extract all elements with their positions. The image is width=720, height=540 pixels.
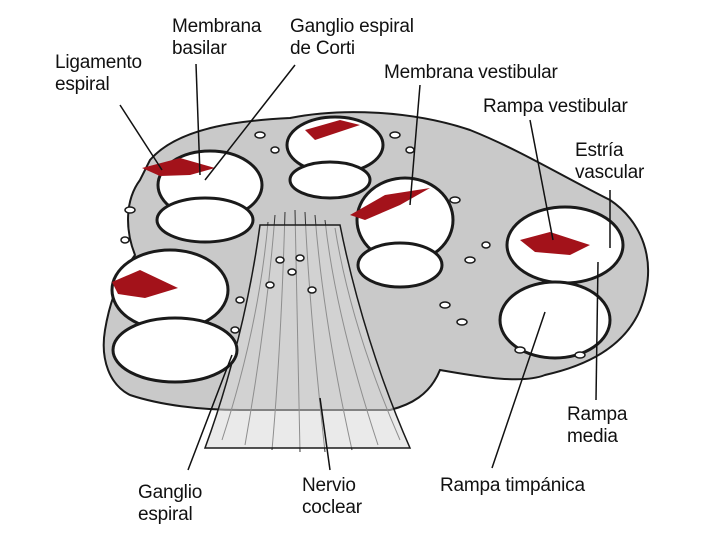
label-ligamento-espiral: Ligamento espiral	[55, 52, 142, 95]
label-estria-vascular: Estría vascular	[575, 140, 645, 183]
turn-top-lower	[288, 160, 372, 200]
turn-left-lower	[111, 316, 239, 384]
turn-middle-lower	[356, 241, 444, 289]
label-rampa-vestibular: Rampa vestibular	[483, 96, 628, 117]
label-rampa-media: Rampa media	[567, 404, 628, 447]
label-membrana-vestibular: Membrana vestibular	[384, 62, 558, 83]
highlight-left	[112, 270, 178, 298]
highlight-upper-left	[142, 158, 215, 176]
turn-right-lower	[498, 280, 612, 360]
label-membrana-basilar: Membrana basilar	[172, 16, 262, 59]
highlight-top	[305, 120, 360, 140]
label-leader-lines	[119, 63, 611, 471]
label-rampa-timpanica: Rampa timpánica	[440, 475, 585, 496]
label-ganglio-espiral: Ganglio espiral	[138, 482, 203, 525]
modiolus-outline	[203, 224, 412, 449]
label-ganglio-espiral-corti: Ganglio espiral de Corti	[290, 16, 414, 59]
highlight-right	[520, 232, 590, 255]
tissue-cells	[120, 131, 586, 359]
turn-bottom-left-lower	[155, 196, 255, 244]
label-nervio-coclear: Nervio coclear	[302, 475, 362, 518]
